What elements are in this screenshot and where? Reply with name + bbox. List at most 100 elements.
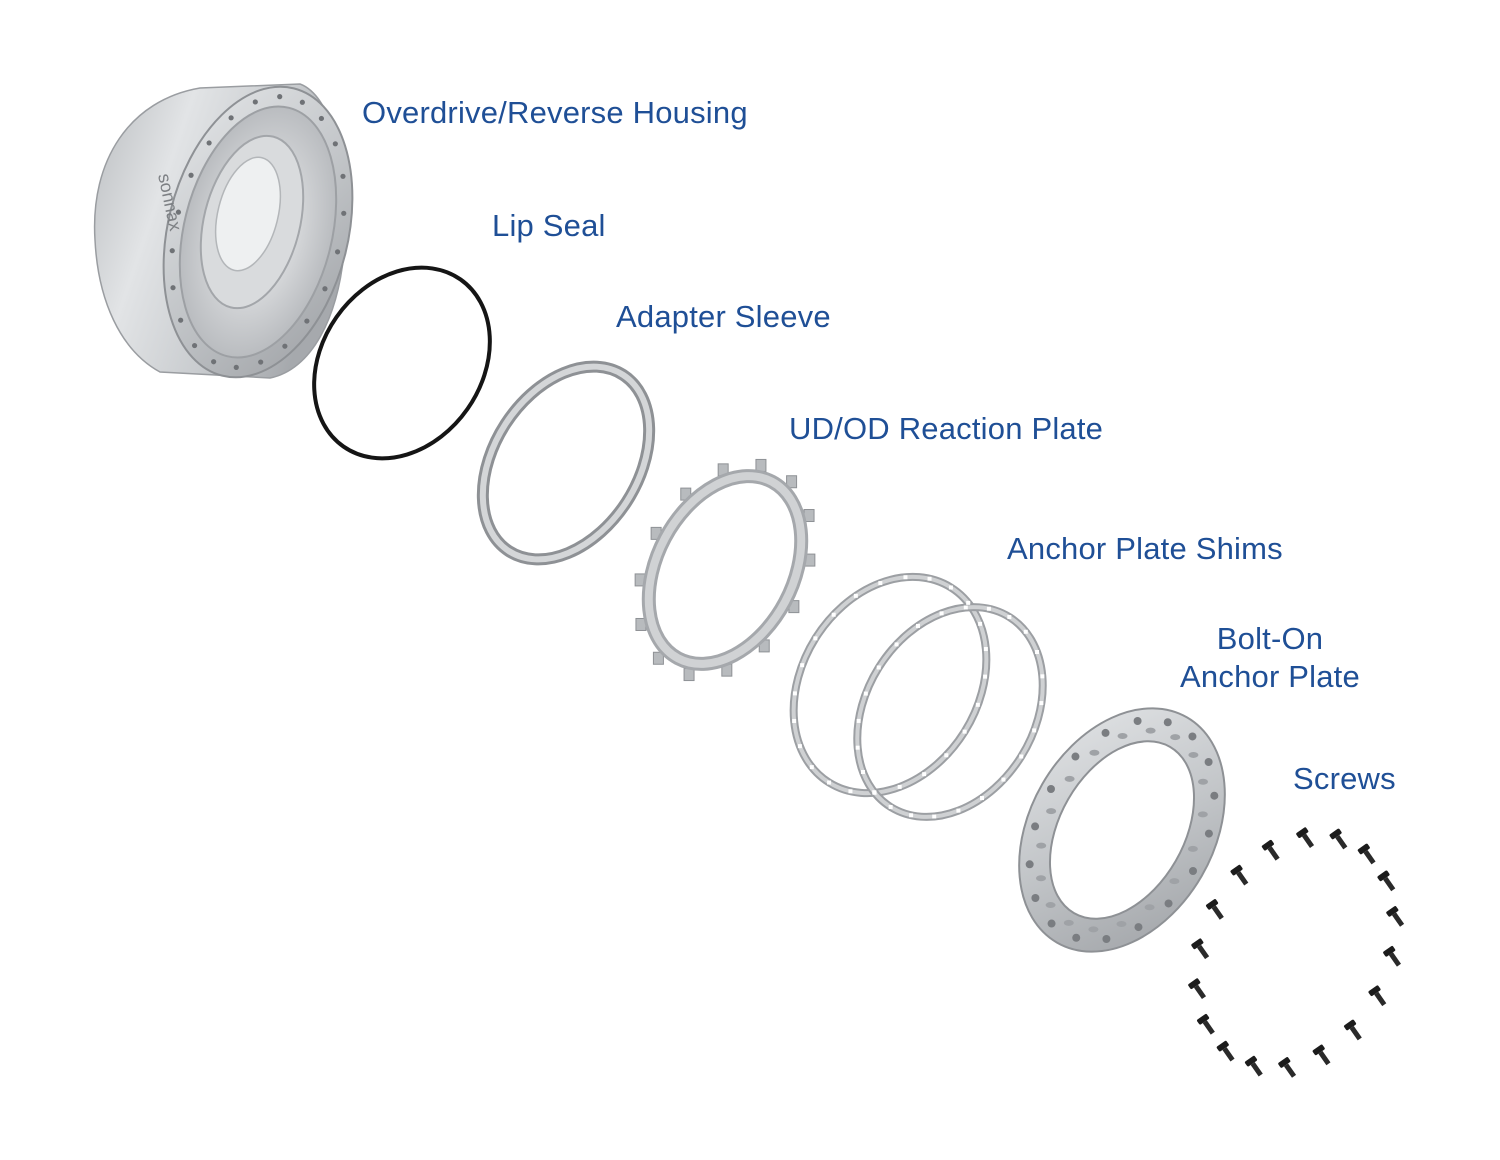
shim-notch xyxy=(962,729,967,734)
shim-notch xyxy=(1019,754,1024,759)
shim-notch xyxy=(853,593,858,598)
anchor-plate-slot xyxy=(1117,733,1128,740)
housing-hole xyxy=(191,342,198,349)
shim-notch xyxy=(915,623,920,628)
anchor-plate-hole xyxy=(1025,860,1034,869)
screw xyxy=(1377,870,1396,892)
anchor-plate-slot xyxy=(1036,842,1047,849)
anchor-plate-hole xyxy=(1072,933,1081,942)
housing-hole xyxy=(334,249,341,255)
anchor-plate-hole xyxy=(1189,867,1198,875)
label-screws: Screws xyxy=(1293,761,1396,796)
shim-notch xyxy=(1032,728,1037,733)
shim-notch xyxy=(792,718,797,723)
anchor-plate-slot xyxy=(1116,920,1127,927)
shim-notch xyxy=(927,576,932,581)
shim-notch xyxy=(848,789,853,794)
shim-notch xyxy=(980,796,985,801)
anchor-plate-hole xyxy=(1031,894,1040,902)
housing-hole xyxy=(299,99,305,105)
shim-notch xyxy=(797,744,802,749)
screw xyxy=(1188,978,1207,1000)
shim-notch xyxy=(813,636,818,641)
housing-hole xyxy=(206,140,212,146)
anchor-plate-slot xyxy=(1144,904,1155,911)
anchor-plate-slot xyxy=(1035,875,1046,882)
screws-group xyxy=(1188,827,1405,1078)
anchor-plate-hole xyxy=(1047,919,1056,928)
screw xyxy=(1244,1055,1263,1077)
housing-hole xyxy=(258,359,264,365)
shim-notch xyxy=(1040,674,1045,679)
shim-notch xyxy=(894,642,899,647)
shim-notch xyxy=(948,585,953,590)
screw xyxy=(1386,906,1405,927)
shim-notch xyxy=(944,753,949,758)
reaction-plate-tab xyxy=(683,668,695,682)
screw xyxy=(1343,1019,1362,1041)
shim-notch xyxy=(932,814,937,819)
anchor-plate-slot xyxy=(1045,902,1056,909)
anchor-plate-hole xyxy=(1102,935,1111,943)
screw xyxy=(1368,985,1387,1007)
screw xyxy=(1357,843,1376,865)
shim-notch xyxy=(872,790,877,795)
shim-notch xyxy=(939,611,944,616)
shim-notch xyxy=(855,745,860,750)
label-anchor-plate-line2: Anchor Plate xyxy=(1180,659,1360,694)
shim-notch xyxy=(903,575,908,580)
reaction-plate-tab xyxy=(652,651,664,665)
shim-notch xyxy=(860,769,865,774)
housing-hole xyxy=(188,172,194,178)
shim-notch xyxy=(809,765,814,770)
screw xyxy=(1230,864,1249,886)
screw xyxy=(1191,938,1210,960)
shim-notch xyxy=(876,665,881,670)
shim-notch xyxy=(897,784,902,789)
screw xyxy=(1216,1040,1235,1062)
anchor-plate-slot xyxy=(1170,734,1181,741)
shim-notch xyxy=(963,605,968,610)
anchor-plate-slot xyxy=(1089,749,1100,756)
housing-hole xyxy=(233,364,239,370)
screw xyxy=(1261,839,1280,861)
anchor-plate-hole xyxy=(1101,728,1110,737)
shim-notch xyxy=(878,581,883,586)
anchor-plate-hole xyxy=(1188,732,1197,741)
housing-hole xyxy=(318,115,325,122)
shim-notch xyxy=(856,718,861,723)
label-adapter-sleeve: Adapter Sleeve xyxy=(616,299,831,334)
label-anchor-plate-shims: Anchor Plate Shims xyxy=(1007,531,1283,566)
anchor-plate-hole xyxy=(1071,752,1080,761)
anchor-plate-slot xyxy=(1046,808,1057,815)
label-overdrive-reverse-housing: Overdrive/Reverse Housing xyxy=(362,95,748,130)
housing-hole xyxy=(322,286,328,292)
shim-notch xyxy=(1023,629,1028,634)
anchor-plate-slot xyxy=(1064,775,1075,782)
label-lip-seal: Lip Seal xyxy=(492,208,606,243)
shim-notch xyxy=(800,663,805,668)
housing-hole xyxy=(277,94,283,100)
screw xyxy=(1206,899,1224,920)
screw xyxy=(1278,1057,1297,1078)
screw xyxy=(1197,1013,1215,1035)
housing-hole xyxy=(340,173,346,179)
shim-notch xyxy=(983,647,988,652)
housing-hole xyxy=(304,318,310,324)
label-anchor-plate-line1: Bolt-On xyxy=(1216,621,1324,656)
housing-hole xyxy=(170,285,176,291)
shim-notch xyxy=(863,691,868,696)
housing-hole xyxy=(332,141,338,147)
anchor-plate-hole xyxy=(1210,791,1219,800)
anchor-plate-hole xyxy=(1046,785,1055,793)
shim-notch xyxy=(909,813,914,818)
shim-notch xyxy=(888,804,893,809)
shim-notch xyxy=(978,621,983,626)
housing-hole xyxy=(175,209,182,215)
shim-notch xyxy=(1007,615,1012,620)
shim-notch xyxy=(975,702,980,707)
anchor-plate-hole xyxy=(1164,899,1173,908)
shim-notch xyxy=(1035,650,1040,655)
housing-holes xyxy=(169,94,347,370)
